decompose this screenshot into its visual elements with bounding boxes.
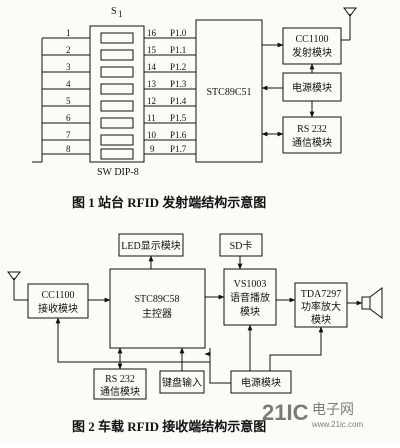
dip-switch-body xyxy=(89,25,145,163)
dip-label: S xyxy=(111,6,117,17)
port-wires xyxy=(144,37,196,155)
left-pin-label: 4 xyxy=(66,79,71,89)
right-pin-label: 14 xyxy=(147,62,157,72)
right-pin-label: 11 xyxy=(147,113,156,123)
figure2-caption: 图 2 车载 RFID 接收端结构示意图 xyxy=(72,419,266,434)
left-pin-wires xyxy=(42,37,90,155)
speaker-icon xyxy=(361,287,383,319)
figure2-text: LED显示模块 SD卡 CC1100 接收模块 STC89C58 主控器 VS1… xyxy=(38,239,341,434)
port-label: P1.6 xyxy=(170,130,187,140)
right-pin-label: 16 xyxy=(147,28,157,38)
led-label: LED显示模块 xyxy=(121,240,180,252)
right-pin-label: 13 xyxy=(147,79,157,89)
port-label: P1.3 xyxy=(170,79,187,89)
right-pin-label: 12 xyxy=(147,96,156,106)
left-pin-label: 2 xyxy=(66,45,71,55)
vs-label-line1: VS1003 xyxy=(234,279,267,290)
left-pin-label: 3 xyxy=(66,62,71,72)
vs-label-line2: 语音播放 xyxy=(230,291,270,304)
tx-label-line2: 发射模块 xyxy=(292,46,332,59)
dip-label-sub: 1 xyxy=(118,9,123,19)
amp-label-line3: 模块 xyxy=(311,314,331,326)
port-label: P1.1 xyxy=(170,45,186,55)
left-pin-label: 7 xyxy=(66,130,71,140)
mcu2-label-line2: 主控器 xyxy=(142,307,172,320)
amp-label-line2: 功率放大 xyxy=(301,300,341,313)
right-pin-label: 15 xyxy=(147,45,157,55)
right-pin-label: 10 xyxy=(147,130,157,140)
watermark-brand: 21IC xyxy=(262,400,309,425)
antenna-icon-2 xyxy=(7,271,28,301)
rx-label-line2: 接收模块 xyxy=(38,302,78,315)
watermark-url: www.21ic.com xyxy=(311,420,363,429)
power-box-2 xyxy=(230,370,292,394)
dip-switch-slots xyxy=(100,32,134,160)
keyboard-label: 键盘输入 xyxy=(162,376,202,389)
rs232-label-line2: 通信模块 xyxy=(292,137,332,149)
mcu-stc89c51-box xyxy=(195,19,263,163)
mcu2-label-line1: STC89C58 xyxy=(134,294,179,305)
sdcard-box xyxy=(219,233,263,257)
antenna-icon-1 xyxy=(341,7,357,41)
power-label-1: 电源模块 xyxy=(292,81,332,94)
rs232-label-line1: RS 232 xyxy=(297,124,327,135)
figure1 xyxy=(32,7,357,163)
left-pin-label: 1 xyxy=(66,28,71,38)
port-label: P1.2 xyxy=(170,62,186,72)
watermark-text: 电子网 xyxy=(312,401,354,417)
dip-name: SW DIP-8 xyxy=(97,167,139,178)
mcu-label-1: STC89C51 xyxy=(206,87,251,98)
right-pin-label: 9 xyxy=(150,144,155,154)
left-pin-label: 5 xyxy=(66,96,71,106)
mcu-stc89c58-box xyxy=(109,268,206,349)
tx-label-line1: CC1100 xyxy=(296,34,329,45)
sd-label: SD卡 xyxy=(230,239,253,252)
power-to-amp-line xyxy=(269,326,324,371)
rs232-2-label-line2: 通信模块 xyxy=(100,386,140,398)
figure2 xyxy=(7,233,383,400)
port-label: P1.7 xyxy=(170,144,187,154)
left-pin-label: 6 xyxy=(66,113,71,123)
watermark-logo: 21IC 电子网 www.21ic.com xyxy=(262,400,363,429)
port-label: P1.0 xyxy=(170,28,187,38)
vs-label-line3: 模块 xyxy=(240,306,260,318)
figure1-text: S 1 1 2 3 4 5 6 7 8 16 15 14 13 12 11 10… xyxy=(66,6,332,210)
left-pin-label: 8 xyxy=(66,144,71,154)
amp-label-line1: TDA7297 xyxy=(301,289,342,300)
power2-label: 电源模块 xyxy=(241,376,281,389)
rx-label-line1: CC1100 xyxy=(42,290,75,301)
figure1-caption: 图 1 站台 RFID 发射端结构示意图 xyxy=(72,195,266,210)
port-label: P1.4 xyxy=(170,96,187,106)
rs232-2-label-line1: RS 232 xyxy=(105,374,135,385)
port-label: P1.5 xyxy=(170,113,187,123)
